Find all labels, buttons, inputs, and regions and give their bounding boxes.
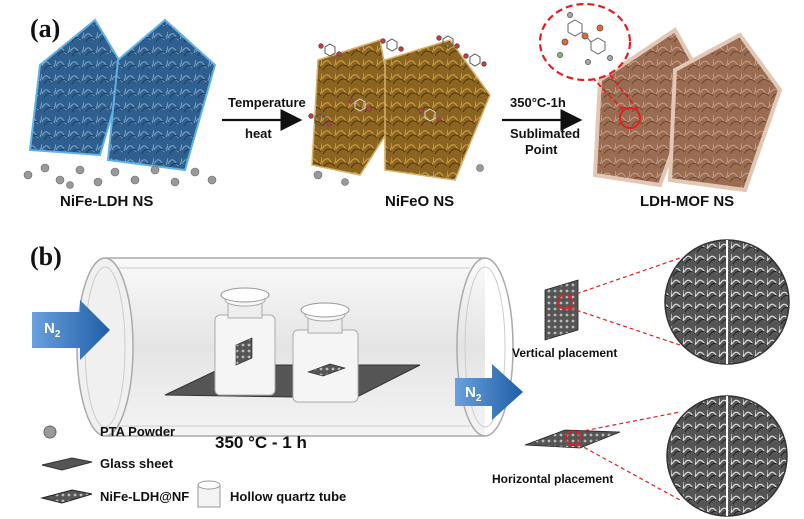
jar-2 (292, 302, 359, 403)
horizontal-placement-label: Horizontal placement (492, 472, 614, 486)
legend-glass-icon (41, 457, 93, 471)
arrow2-line1: 350°C-1h (510, 95, 566, 110)
legend-nf-text: NiFe-LDH@NF (100, 489, 190, 504)
n2-inlet-label: N2 (44, 320, 61, 340)
panel-b-label: (b) (30, 242, 62, 271)
pta-molecules-a (308, 35, 487, 127)
legend-tube-icon (197, 480, 221, 508)
pta-particles-a2 (313, 164, 484, 186)
legend-nf-icon (40, 489, 93, 504)
mof-molecule-zoom (557, 12, 613, 65)
condition-label: 350 °C - 1 h (215, 433, 307, 452)
legend-pta-icon (43, 425, 57, 439)
stage-mof-label: LDH-MOF NS (640, 193, 735, 210)
pta-particles-a (23, 163, 217, 189)
ldh-sheets (28, 18, 217, 172)
jar-1 (214, 287, 276, 396)
legend-pta-text: PTA Powder (100, 424, 176, 439)
sem-vertical (664, 239, 790, 365)
zoom-highlight (538, 2, 641, 129)
legend-tube-text: Hollow quartz tube (230, 489, 347, 504)
n2-outlet-arrow (455, 364, 523, 420)
horizontal-sample (524, 411, 681, 501)
sem-horizontal (666, 395, 788, 517)
vertical-placement-label: Vertical placement (512, 346, 618, 360)
stage-nifeo-label: NiFeO NS (385, 193, 455, 210)
arrow1-line1: Temperature (228, 95, 306, 110)
panel-a-label: (a) (30, 14, 61, 43)
nifeo-sheets (311, 39, 491, 181)
arrow2-line3: Point (525, 142, 558, 157)
arrow1-line2: heat (245, 126, 272, 141)
legend-glass-text: Glass sheet (100, 456, 173, 471)
vertical-sample (544, 257, 681, 346)
n2-outlet-label: N2 (465, 384, 482, 404)
stage-ldh-label: NiFe-LDH NS (60, 193, 154, 210)
arrow2-line2: Sublimated (510, 126, 581, 141)
ldh-mof-sheets (592, 27, 783, 193)
n2-inlet-arrow (32, 300, 110, 360)
